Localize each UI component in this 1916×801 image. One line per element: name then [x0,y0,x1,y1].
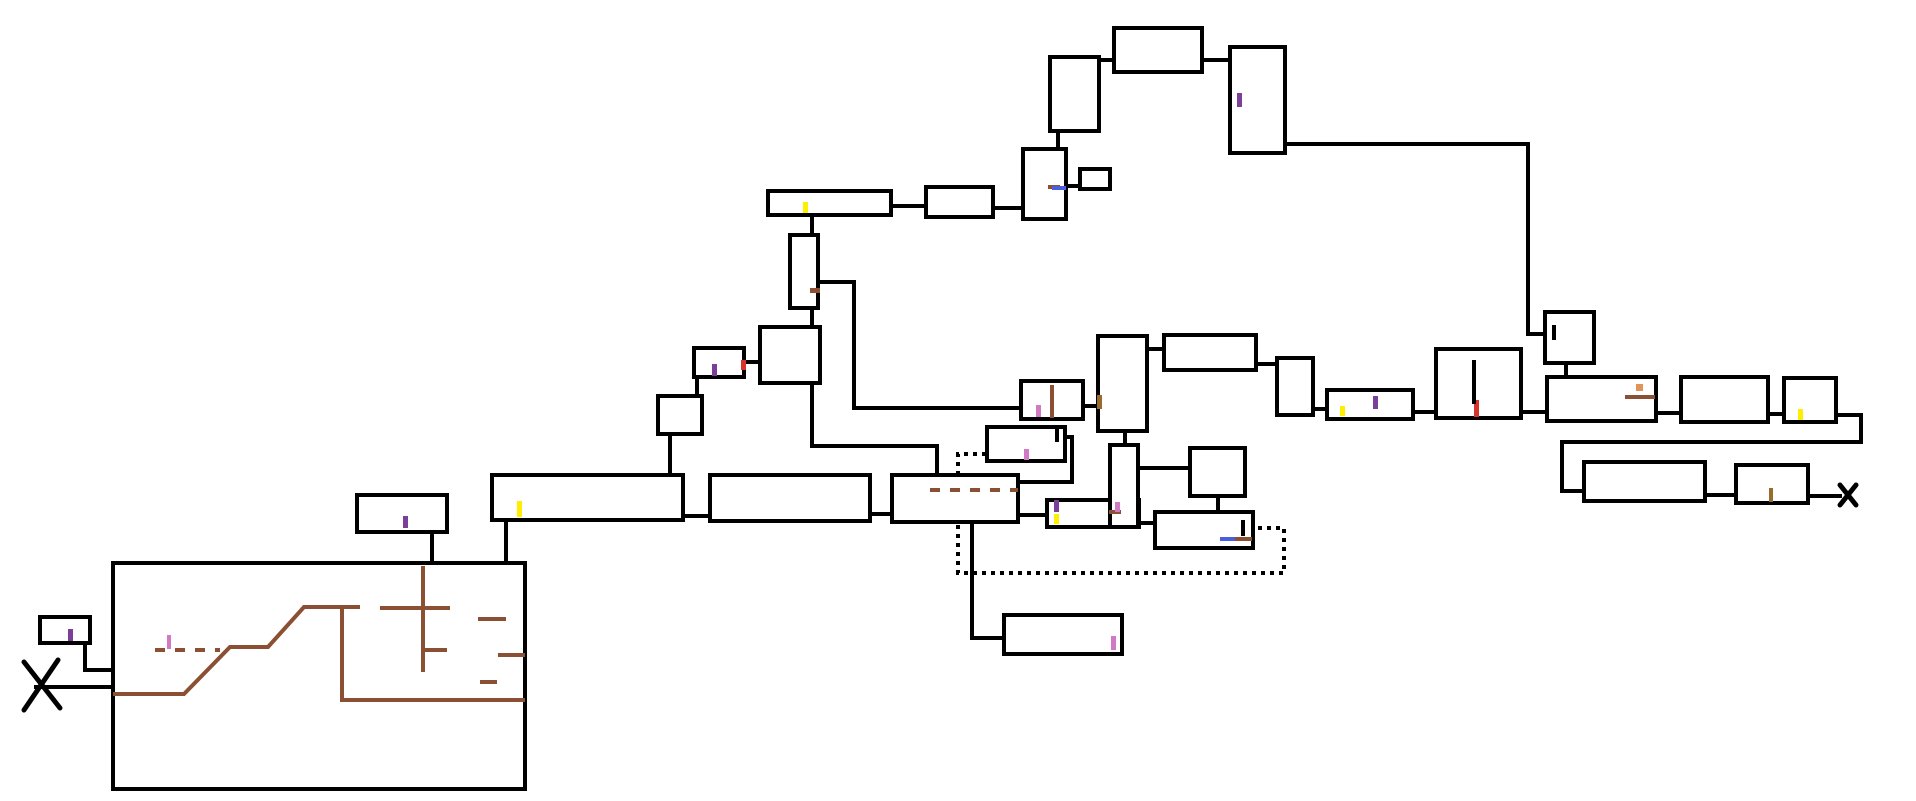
yellow-marker [1340,406,1345,416]
red-marker [1474,400,1479,417]
tan-marker [1769,488,1773,502]
room [1782,376,1838,424]
dotted-passage [956,452,1286,575]
room [1582,460,1707,503]
corridor [1560,413,1863,493]
room [708,473,872,523]
pink-marker [1036,405,1041,417]
corridor [808,280,1023,410]
red-marker [741,360,746,370]
large-x-icon [21,657,63,713]
tan-marker [1097,395,1102,409]
room [490,473,685,522]
corridor [1136,466,1192,497]
room [1153,510,1255,550]
room [788,233,820,310]
room [1096,334,1149,433]
pink-marker [1111,636,1116,650]
purple-marker [403,516,408,528]
room [766,189,893,217]
purple-marker [1373,396,1378,409]
pink-marker [1115,502,1120,512]
small-x-icon [1837,482,1859,508]
room [1188,446,1247,498]
yellow-marker [1798,409,1803,420]
room [1679,375,1770,424]
purple-marker [712,364,717,376]
corridor [83,641,115,672]
brown-path [340,607,525,702]
yellow-marker [517,501,522,517]
brown-paths [113,185,1655,702]
yellow-marker [803,202,808,213]
corridor [970,508,1006,640]
room [1734,463,1810,505]
room [1021,147,1068,221]
yellow-marker [1054,514,1059,524]
corridor [810,380,939,476]
room [758,325,822,385]
brown-path [113,605,360,696]
orange-marker [1636,384,1643,391]
corridor [1283,142,1547,336]
room [1108,443,1140,529]
room [1325,388,1415,421]
brown-marker [810,288,820,293]
room [656,394,704,436]
key-markers [68,93,1803,650]
room [1078,167,1112,191]
room [1112,26,1204,74]
pink-marker [1024,449,1029,460]
room [355,493,449,534]
rooms [38,26,1838,791]
purple-marker [1054,500,1059,512]
purple-marker [1237,93,1242,107]
room [890,473,1020,524]
purple-marker [68,629,73,641]
blue-marker [1052,186,1066,190]
room [1048,55,1101,133]
secret-passage [956,452,1286,575]
room-small-start [38,615,92,645]
room [924,185,995,219]
room [1275,356,1315,417]
room [1002,613,1124,656]
door-bars [1055,325,1556,536]
room [1162,333,1258,372]
room [692,346,746,379]
room-large-hall [111,561,527,791]
pink-marker [167,635,171,649]
blue-marker [1220,537,1235,541]
